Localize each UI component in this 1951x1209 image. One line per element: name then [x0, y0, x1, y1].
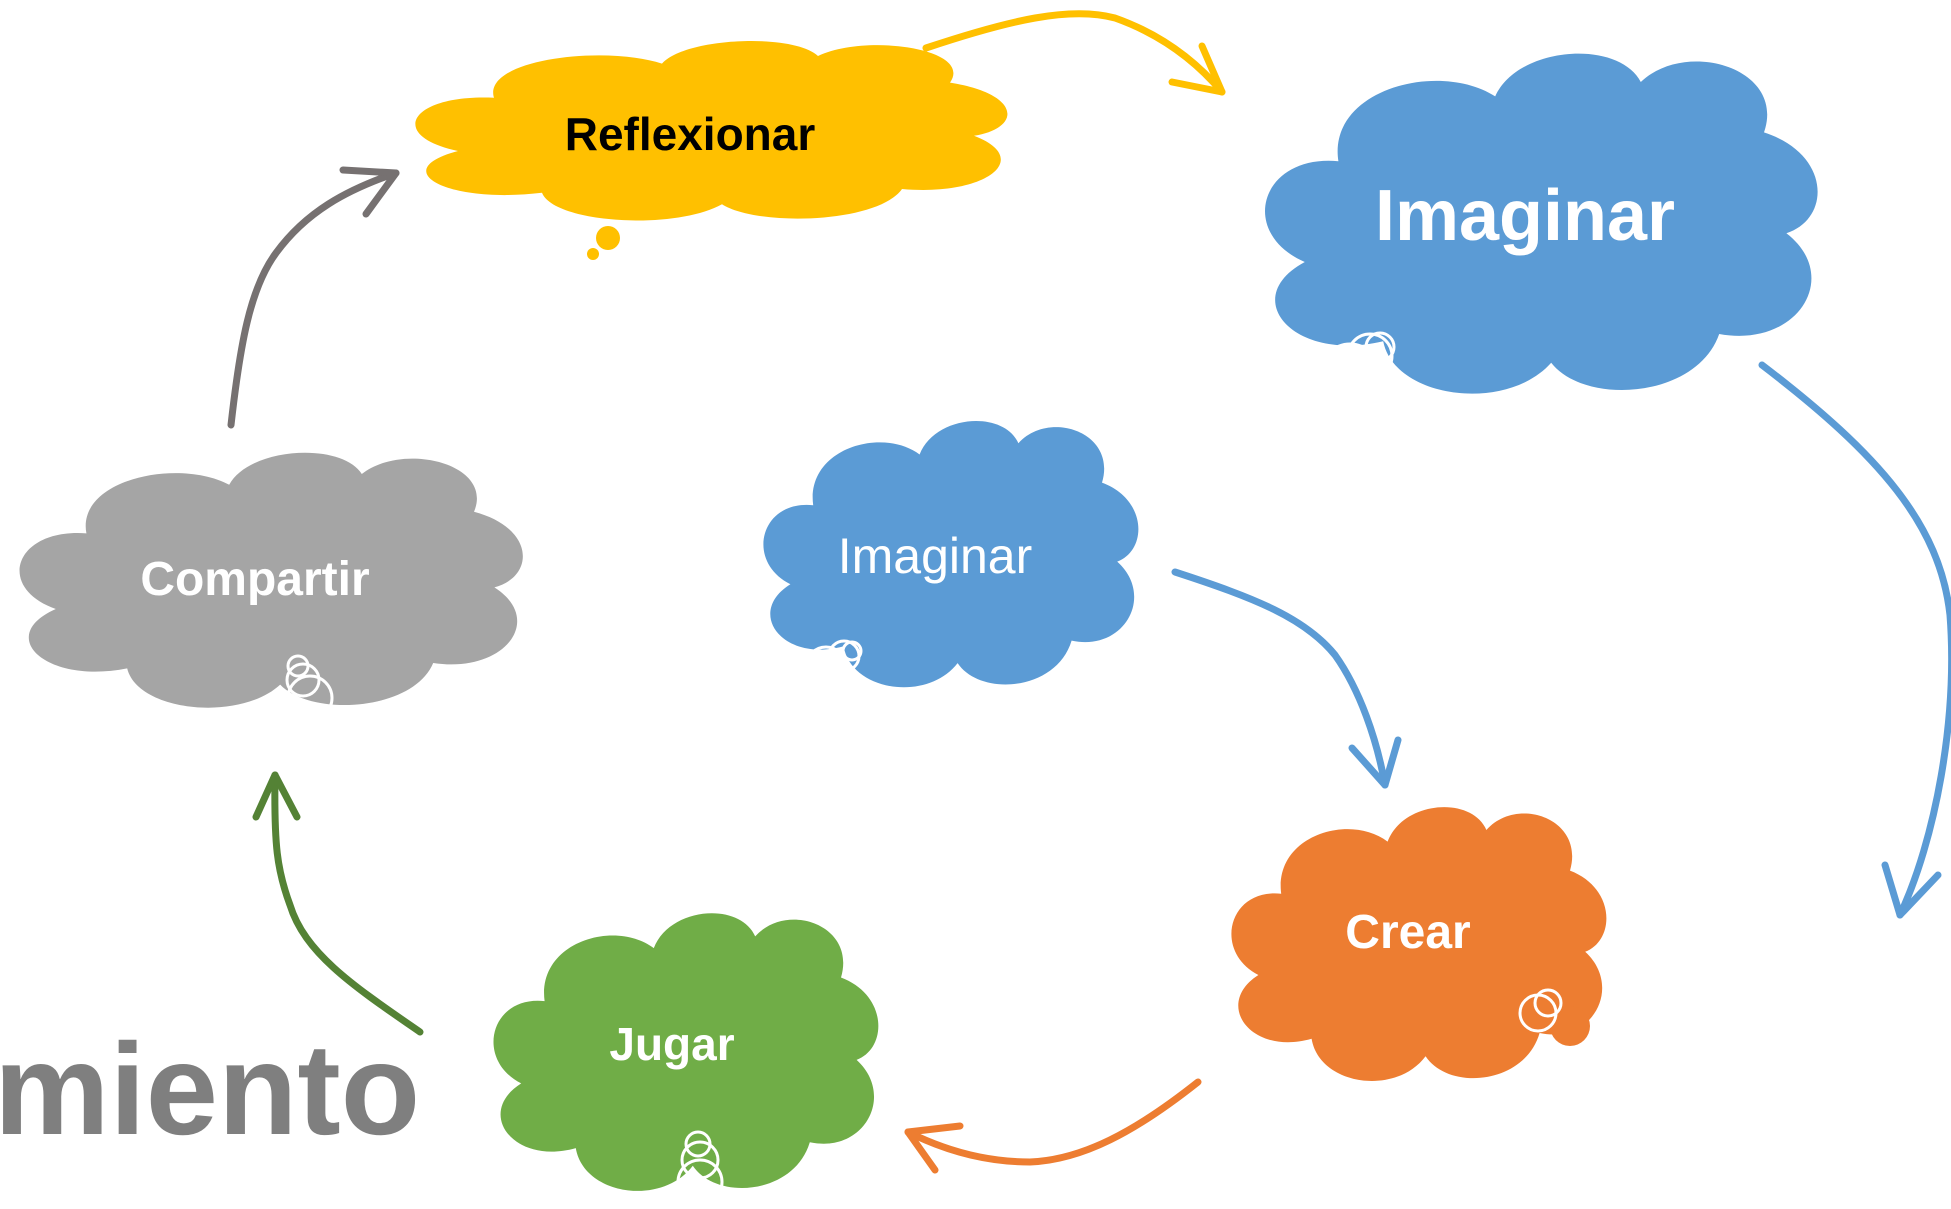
arrow-reflexionar-to-imaginar — [922, 10, 1226, 96]
arrow-jugar-to-compartir — [252, 771, 424, 1036]
thought-bubble-icon — [285, 654, 334, 722]
thought-bubble-icon — [804, 639, 863, 689]
cloud-imaginar-center: Imaginar — [763, 420, 1139, 689]
thought-bubble-small — [1550, 1006, 1590, 1046]
cloud-label-crear: Crear — [1345, 906, 1470, 959]
thought-bubble-icon — [1320, 331, 1396, 402]
arrow-compartir-to-reflexionar — [227, 166, 400, 429]
cloud-compartir: Compartir — [19, 452, 523, 722]
cloud-label-jugar: Jugar — [609, 1018, 734, 1070]
cloud-imaginar-top: Imaginar — [1265, 53, 1818, 402]
cloud-crear: Crear — [1231, 807, 1607, 1082]
cloud-reflexionar: Reflexionar — [415, 41, 1008, 260]
partial-word-miento: miento — [0, 1016, 420, 1162]
cloud-label-compartir: Compartir — [140, 553, 369, 606]
thought-bubble-icon — [676, 1130, 724, 1206]
arrow-imaginar-to-right — [1758, 361, 1951, 919]
cloud-label-imaginar-center: Imaginar — [838, 528, 1033, 584]
thought-bubble-icon — [1518, 988, 1563, 1033]
arrow-crear-to-jugar — [904, 1078, 1202, 1174]
cloud-label-imaginar-top: Imaginar — [1375, 176, 1675, 256]
cloud-label-reflexionar: Reflexionar — [565, 108, 816, 160]
thought-bubble-small — [587, 248, 599, 260]
thought-bubble-large — [596, 226, 620, 250]
cloud-jugar: Jugar — [493, 913, 879, 1206]
arrow-center-to-crear — [1171, 568, 1402, 789]
